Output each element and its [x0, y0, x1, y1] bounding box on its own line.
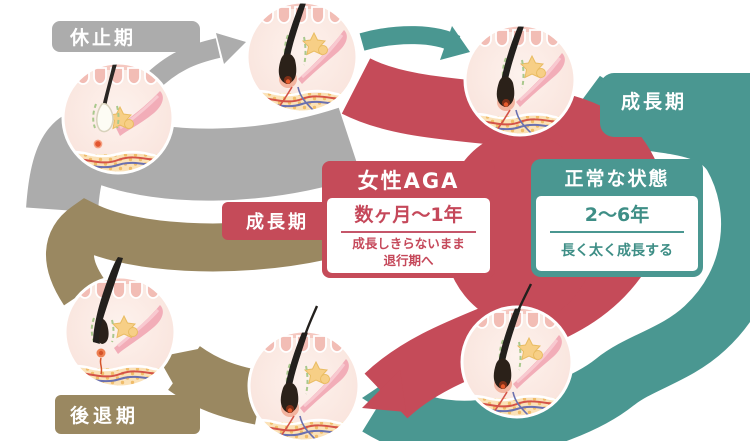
normal-box-body: 2〜6年 長く太く成長する — [536, 196, 698, 271]
hair-strand — [513, 283, 533, 319]
follicle-growing-icon — [244, 326, 364, 441]
phase-label-resting-text: 休止期 — [70, 27, 137, 49]
normal-description: 長く太く成長する — [561, 243, 673, 259]
normal-info-box: 正常な状態 2〜6年 長く太く成長する — [531, 159, 703, 277]
phase-label-regression: 後退期 — [55, 395, 200, 434]
normal-duration: 2〜6年 — [584, 204, 650, 226]
phase-label-resting: 休止期 — [52, 21, 200, 52]
follicle-growing-icon — [242, 0, 362, 117]
aga-info-box: 女性AGA 数ヶ月〜1年 成長しきらないまま 退行期へ — [322, 161, 495, 278]
divider — [550, 231, 684, 233]
normal-box-title: 正常な状態 — [564, 168, 670, 190]
aga-duration: 数ヶ月〜1年 — [354, 204, 463, 226]
aga-description-line2: 退行期へ — [383, 252, 434, 268]
phase-label-growth-aga-text: 成長期 — [246, 212, 309, 233]
phase-label-regression-text: 後退期 — [70, 405, 140, 427]
aga-description-line1: 成長しきらないまま — [352, 236, 465, 251]
aga-box-title: 女性AGA — [357, 168, 460, 193]
phase-label-growth-normal: 成長期 — [600, 73, 750, 137]
aga-box-body: 数ヶ月〜1年 成長しきらないまま 退行期へ — [327, 198, 490, 273]
divider — [341, 231, 476, 233]
phase-label-growth-aga: 成長期 — [222, 202, 330, 240]
hair-strand — [301, 305, 319, 343]
phase-label-growth-normal-text: 成長期 — [621, 90, 688, 113]
